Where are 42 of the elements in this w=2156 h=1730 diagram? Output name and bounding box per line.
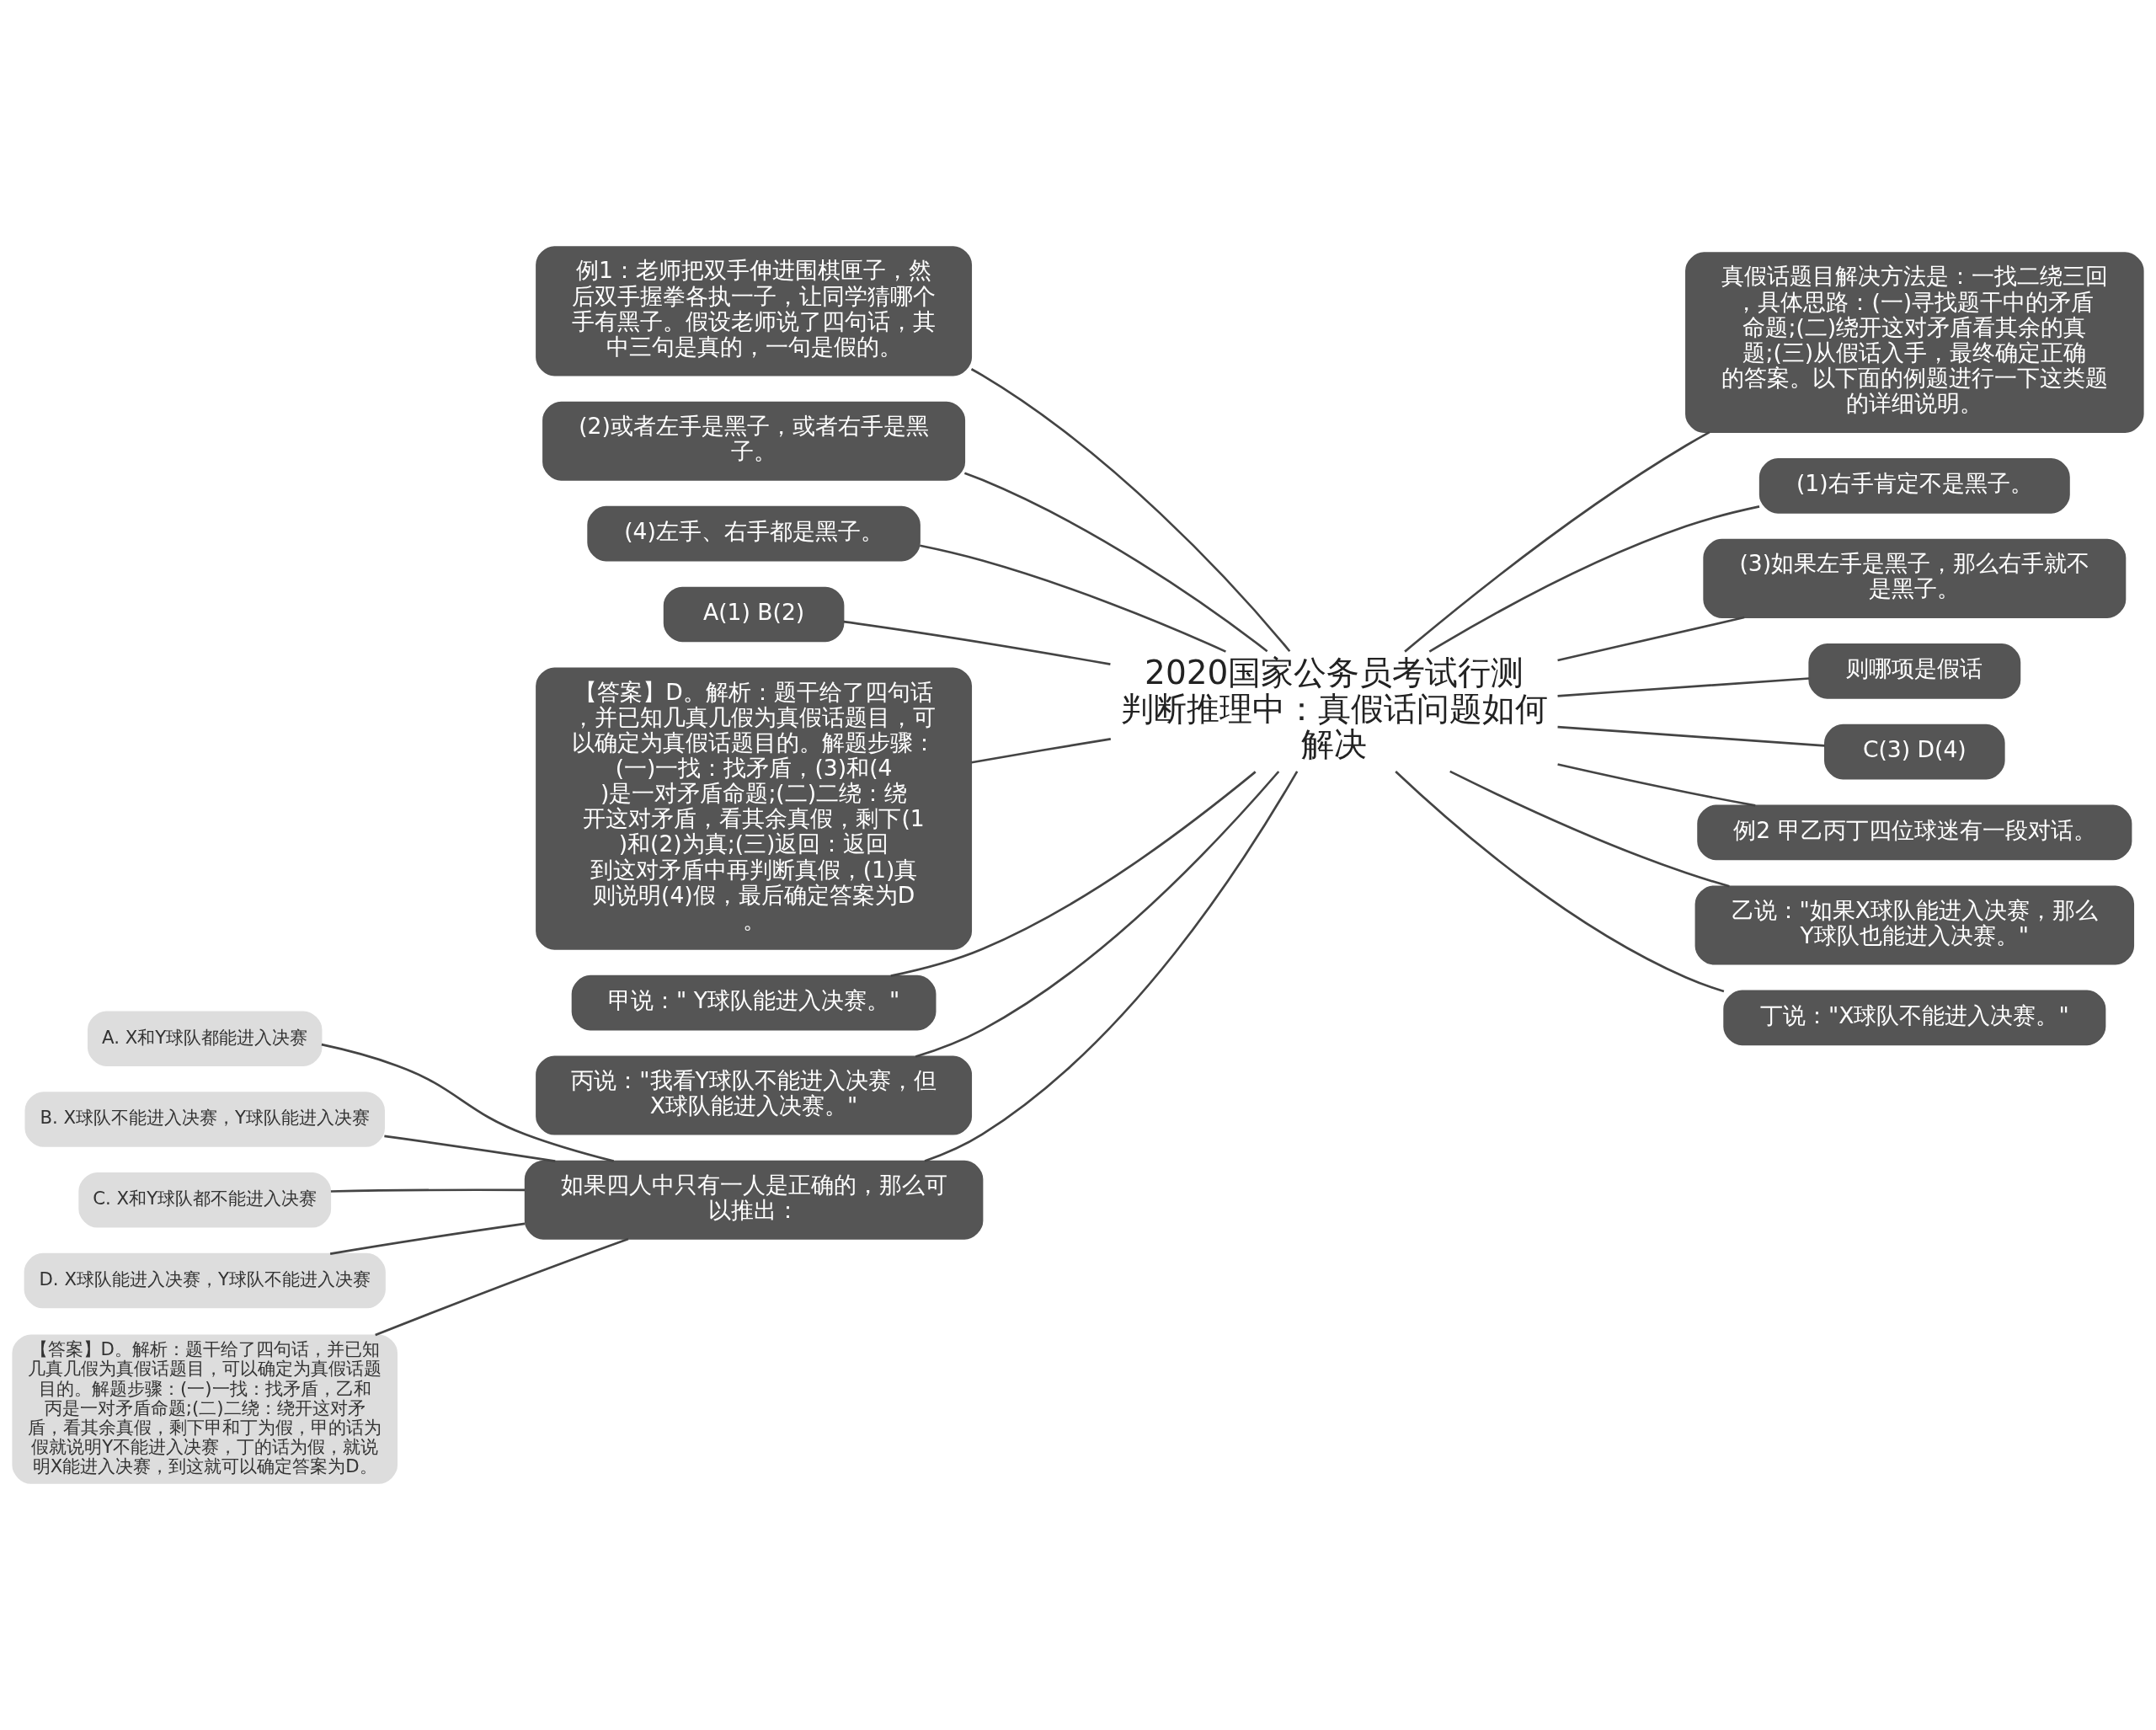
node-box: A. X和Y球队都能进入决赛 [88,1011,323,1066]
connector [1557,763,1756,807]
node-box: A(1) B(2) [663,586,845,643]
connector [1557,616,1745,662]
node-box: 【答案】D。解析：题干给了四句话，并已知几真几假为真假话题目，可以确定为真假话题目的。解题步骤：(一)一找：找矛盾，(3)和(4)是一对矛盾命题;(二)二绕：绕开这对矛盾，看其余真假，剩下(1)和(2)为真;(三)返回：返回到这对矛盾中再判断真假，(1)真则说明(4)假，最后确定答案为D。 [536,667,973,950]
connector [1449,770,1730,888]
node-box: 丁说："X球队不能进入决赛。" [1723,990,2106,1046]
node-box: 则哪项是假话 [1808,643,2021,699]
connector [1557,725,1825,747]
connector [375,1237,629,1337]
node-box: (2)或者左手是黑子，或者右手是黑子。 [542,401,966,481]
node-box: (1)右手肯定不是黑子。 [1758,458,2070,514]
connector [1428,505,1760,653]
connector [1404,430,1710,653]
node-box: 例1：老师把双手伸进围棋匣子，然后双手握拳各执一子，让同学猜哪个手有黑子。假设老师说了四句话，其中三句是真的，一句是假的。 [536,246,973,376]
connector [920,544,1226,653]
node-box: C. X和Y球队都不能进入决赛 [78,1172,332,1228]
connector [843,620,1111,665]
node-box: (3)如果左手是黑子，那么右手就不是黑子。 [1703,538,2127,618]
node-box: 【答案】D。解析：题干给了四句话，并已知几真几假为真假话题目，可以确定为真假话题目的。解题步骤：(一)一找：找矛盾，乙和丙是一对矛盾命题;(二)二绕：绕开这对矛盾，看其余真假，剩下甲和丁为假，甲的话为假就说明Y不能进入决赛，丁的话为假，就说明X能进入决赛，到这就可以确定答案为D。 [12,1334,398,1484]
connector [924,771,1299,1162]
node-text: 2020国家公务员考试行测判断推理中：真假话问题如何解决 [1120,654,1548,764]
connector [384,1135,556,1162]
connector [915,771,1280,1058]
connector [1395,771,1725,993]
node-box: C(3) D(4) [1824,724,2005,780]
connector [970,368,1291,653]
node-box: 甲说：" Y球队能进入决赛。" [571,974,937,1031]
connector [971,738,1112,764]
node-box: 乙说："如果X球队能进入决赛，那么Y球队也能进入决赛。" [1694,885,2135,965]
connector [963,472,1268,653]
node-box: 如果四人中只有一人是正确的，那么可以推出： [524,1160,984,1240]
connector [1557,677,1810,697]
node-box: 例2 甲乙丙丁四位球迷有一段对话。 [1697,804,2132,861]
node-box: (4)左手、右手都是黑子。 [587,505,921,562]
connector [890,771,1257,977]
node-box: 真假话题目解决方法是：一找二绕三回，具体思路：(一)寻找题干中的矛盾命题;(二)绕开这对矛盾看其余的真题;(三)从假话入手，最终确定正确的答案。以下面的例题进行一下这类题的详细说明。 [1685,252,2144,433]
node-box: B. X球队不能进入决赛，Y球队能进入决赛 [24,1092,385,1147]
node-box: D. X球队能进入决赛，Y球队不能进入决赛 [24,1252,386,1309]
connector [329,1222,526,1255]
connector [330,1188,526,1193]
node-box: 丙说："我看Y球队不能进入决赛，但X球队能进入决赛。" [536,1055,973,1135]
